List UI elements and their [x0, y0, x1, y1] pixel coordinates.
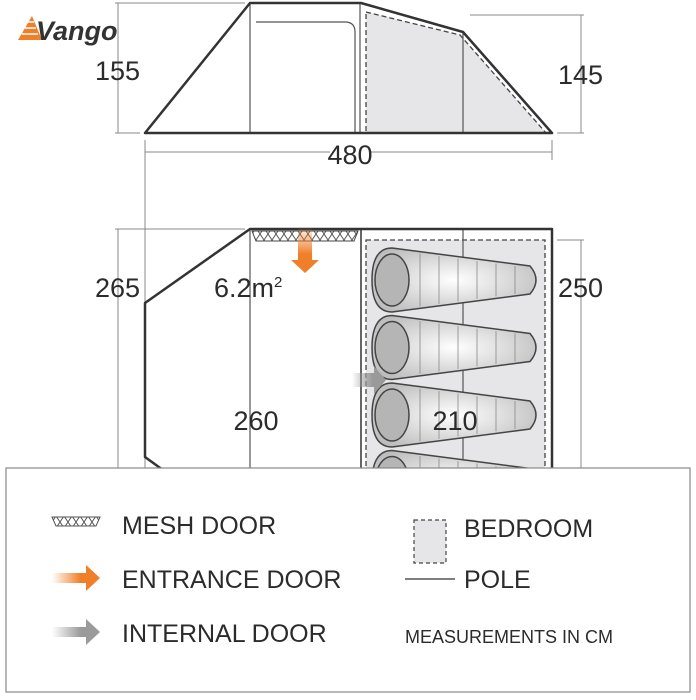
vango-logo: Vango: [18, 16, 118, 46]
sleeping-bag: [371, 314, 537, 381]
width-left-label: 265: [95, 273, 140, 303]
side-view: [143, 1, 554, 135]
height-left-label: 155: [95, 56, 140, 86]
height-right-label: 145: [558, 60, 603, 90]
entrance-arrow-legend-icon: [52, 565, 100, 591]
length-label: 480: [327, 140, 372, 170]
sleeping-bag: [371, 382, 537, 448]
legend-entrance-door: ENTRANCE DOOR: [122, 566, 341, 594]
legend-bedroom: BEDROOM: [464, 515, 593, 543]
entrance-arrow-top: [291, 226, 319, 273]
sleeping-bag: [371, 247, 537, 313]
bedroom-legend-icon: [413, 519, 447, 564]
living-length-label: 260: [233, 406, 278, 436]
legend-box: [5, 467, 691, 693]
area-label: 6.2m2: [214, 273, 282, 303]
sleeping-bag-hood: [374, 388, 410, 442]
width-right-label: 250: [558, 273, 603, 303]
legend-pole: POLE: [464, 566, 531, 594]
legend-internal-door: INTERNAL DOOR: [122, 620, 327, 648]
legend-measurements-note: MEASUREMENTS IN CM: [405, 627, 613, 647]
mesh-door-legend-icon: [51, 516, 101, 527]
sleeping-bag-hood: [374, 253, 410, 307]
bedroom-length-label: 210: [432, 406, 477, 436]
internal-door-arrow: [352, 366, 386, 394]
internal-arrow-legend-icon: [52, 619, 100, 645]
legend-mesh-door: MESH DOOR: [122, 512, 276, 540]
logo-text: Vango: [36, 16, 118, 46]
sleeping-bag-hood: [374, 320, 410, 375]
